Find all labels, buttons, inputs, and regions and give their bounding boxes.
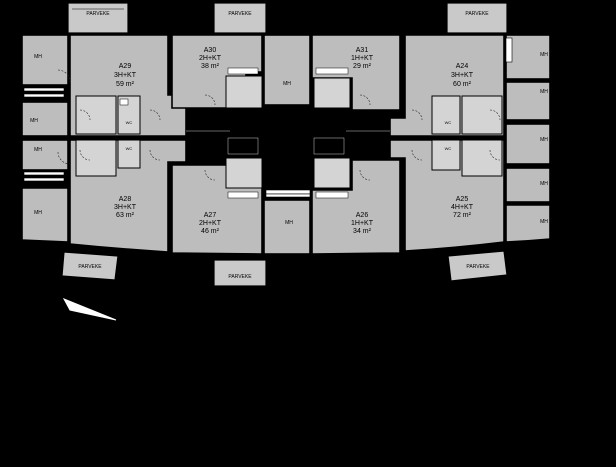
balcony-top-right: PARVEKE	[446, 2, 508, 34]
apartment-a26: A26 1H+KT 34 m²	[311, 159, 401, 255]
room-mh	[21, 34, 69, 86]
room-mh-label: MH	[34, 54, 42, 60]
room-mh	[505, 167, 551, 203]
room-mh-label: MH	[540, 52, 548, 58]
balcony-label: PARVEKE	[86, 11, 110, 17]
kitchen-counter	[315, 67, 349, 75]
north-arrow-icon	[62, 298, 117, 321]
door-swings	[57, 69, 501, 181]
apartment-id: A29	[119, 63, 132, 70]
bathroom	[431, 95, 461, 135]
room-mh	[505, 81, 551, 121]
apartment-id: A24	[456, 63, 469, 70]
apartment-id: A27	[204, 212, 217, 219]
room-mh-label: MH	[540, 181, 548, 187]
apartment-a31: A31 1H+KT 29 m²	[311, 34, 401, 111]
bathroom	[75, 139, 117, 177]
apartment-area: 46 m²	[201, 228, 220, 235]
apartment-id: A31	[356, 47, 369, 54]
balcony-label: PARVEKE	[78, 264, 102, 270]
apartment-type: 1H+KT	[351, 55, 374, 62]
balcony-bottom-right: PARVEKE	[447, 250, 508, 282]
apartment-area: 34 m²	[353, 228, 372, 235]
fixture-label: WC	[126, 146, 133, 151]
windows	[23, 37, 513, 198]
apartment-area: 29 m²	[353, 63, 372, 70]
bathroom	[313, 77, 351, 109]
apartment-type: 3H+KT	[114, 72, 137, 79]
room-mh	[21, 187, 69, 243]
balcony-label: PARVEKE	[228, 11, 252, 17]
apartment-id: A30	[204, 47, 217, 54]
apartment-type: 3H+KT	[114, 204, 137, 211]
apartment-type: 1H+KT	[351, 220, 374, 227]
room-mh-label: MH	[540, 89, 548, 95]
bathroom	[461, 95, 503, 135]
balcony-label: PARVEKE	[228, 274, 252, 280]
balcony-label: PARVEKE	[465, 11, 489, 17]
fixture	[119, 98, 129, 106]
bathroom	[431, 139, 461, 171]
room-mh	[263, 34, 311, 106]
balcony-top-left: PARVEKE	[67, 2, 129, 34]
bathroom	[117, 95, 141, 135]
fixture-label: WC	[445, 120, 452, 125]
apartment-area: 60 m²	[453, 81, 472, 88]
room-mh	[263, 199, 311, 255]
room-mh	[505, 123, 551, 165]
apartment-type: 2H+KT	[199, 220, 222, 227]
kitchen-counter	[315, 191, 349, 199]
apartment-type: 2H+KT	[199, 55, 222, 62]
apartment-id: A25	[456, 196, 469, 203]
balcony-bottom-left: PARVEKE	[61, 251, 119, 281]
apartment-area: 38 m²	[201, 63, 220, 70]
room-mh-label: MH	[34, 147, 42, 153]
room-mh	[505, 204, 551, 243]
stair-core-left	[227, 137, 259, 155]
balcony-bottom-middle: PARVEKE	[213, 259, 267, 287]
stair-core-right	[313, 137, 345, 155]
room-mh-label: MH	[34, 210, 42, 216]
room-mh-label: MH	[540, 219, 548, 225]
bathroom	[313, 157, 351, 189]
balcony-label: PARVEKE	[466, 264, 490, 270]
fixture-label: WC	[126, 120, 133, 125]
apartment-area: 59 m²	[116, 81, 135, 88]
kitchen-counter	[227, 191, 259, 199]
bathroom	[461, 139, 503, 177]
fixture-label: WC	[445, 146, 452, 151]
apartment-area: 72 m²	[453, 212, 472, 219]
room-mh-label: MH	[540, 137, 548, 143]
apartment-type: 4H+KT	[451, 204, 474, 211]
bathroom	[225, 157, 263, 189]
kitchen-counter	[227, 67, 259, 75]
room-mh-label: MH	[30, 118, 38, 124]
balcony-top-middle: PARVEKE	[213, 2, 267, 34]
apartment-id: A28	[119, 196, 132, 203]
apartment-area: 63 m²	[116, 212, 135, 219]
apartment-type: 3H+KT	[451, 72, 474, 79]
room-mh-label: MH	[283, 81, 291, 87]
bathroom	[117, 139, 141, 169]
room-mh	[21, 101, 69, 137]
bathroom	[225, 75, 263, 109]
room-mh-label: MH	[285, 220, 293, 226]
apartment-id: A26	[356, 212, 369, 219]
bathroom	[75, 95, 117, 135]
room-mh	[21, 139, 69, 171]
